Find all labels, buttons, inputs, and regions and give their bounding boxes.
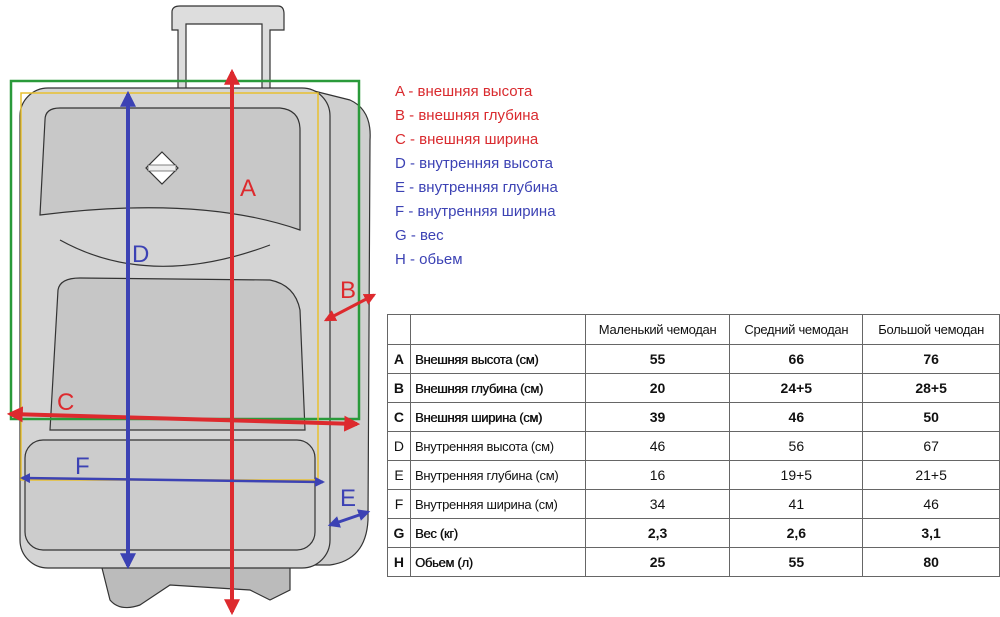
value-small: 46 xyxy=(584,431,731,461)
value-large: 67 xyxy=(862,431,1000,461)
dimension-arrow-f xyxy=(20,473,325,487)
label-b: B xyxy=(340,277,356,304)
legend-item-e: E - внутренняя глубина xyxy=(395,179,558,196)
dimension-arrow-b xyxy=(323,293,377,322)
dimension-arrow-c xyxy=(6,406,361,432)
value-medium: 56 xyxy=(729,431,864,461)
legend-item-h: H - обьем xyxy=(395,251,463,268)
value-medium: 66 xyxy=(729,344,864,374)
value-medium: 55 xyxy=(729,547,864,577)
row-name: Внутренняя ширина (см) xyxy=(409,489,586,519)
value-small: 39 xyxy=(584,402,731,432)
size-table: Маленький чемодан Средний чемодан Большо… xyxy=(387,314,1000,577)
label-e: E xyxy=(340,485,356,512)
header-large: Большой чемодан xyxy=(862,314,1000,345)
value-small: 25 xyxy=(584,547,731,577)
value-medium: 41 xyxy=(729,489,864,519)
value-small: 34 xyxy=(584,489,731,519)
row-name: Внутренняя глубина (см) xyxy=(409,460,586,490)
legend-item-d: D - внутренняя высота xyxy=(395,155,553,172)
value-large: 3,1 xyxy=(862,518,1000,548)
value-small: 20 xyxy=(584,373,731,403)
dimension-arrow-e xyxy=(327,509,371,528)
row-letter: C xyxy=(387,402,411,432)
value-small: 16 xyxy=(584,460,731,490)
legend-item-a: A - внешняя высота xyxy=(395,83,533,100)
legend-item-c: C - внешняя ширина xyxy=(395,131,539,148)
value-medium: 19+5 xyxy=(729,460,864,490)
row-name: Обьем (л) xyxy=(409,547,586,577)
row-name: Внешняя глубина (см) xyxy=(409,373,586,403)
value-large: 76 xyxy=(862,344,1000,374)
row-name: Внешняя высота (см) xyxy=(409,344,586,374)
value-large: 21+5 xyxy=(862,460,1000,490)
value-medium: 46 xyxy=(729,402,864,432)
table-header-row: Маленький чемодан Средний чемодан Большо… xyxy=(387,314,1000,345)
row-name: Вес (кг) xyxy=(409,518,586,548)
row-letter: F xyxy=(387,489,411,519)
header-letter xyxy=(387,314,411,345)
legend-item-g: G - вес xyxy=(395,227,444,244)
wheel-base xyxy=(99,559,291,609)
row-letter: H xyxy=(387,547,411,577)
value-small: 2,3 xyxy=(584,518,731,548)
suitcase-diagram: A B C D E F xyxy=(6,5,377,616)
header-medium: Средний чемодан xyxy=(729,314,864,345)
row-letter: G xyxy=(387,518,411,548)
row-letter: B xyxy=(387,373,411,403)
legend-item-b: B - внешняя глубина xyxy=(395,107,539,124)
header-small: Маленький чемодан xyxy=(584,314,731,345)
value-small: 55 xyxy=(584,344,731,374)
legend-item-f: F - внутренняя ширина xyxy=(395,203,556,220)
front-pocket-bottom xyxy=(49,277,306,431)
bottom-band xyxy=(24,439,316,551)
row-letter: D xyxy=(387,431,411,461)
label-a: A xyxy=(240,175,256,202)
value-large: 50 xyxy=(862,402,1000,432)
telescopic-handle xyxy=(171,5,285,91)
value-medium: 24+5 xyxy=(729,373,864,403)
label-f: F xyxy=(75,453,90,480)
row-name: Внешняя ширина (см) xyxy=(409,402,586,432)
header-name xyxy=(409,314,586,345)
value-large: 80 xyxy=(862,547,1000,577)
row-letter: A xyxy=(387,344,411,374)
value-medium: 2,6 xyxy=(729,518,864,548)
dimension-legend: A - внешняя высота B - внешняя глубина C… xyxy=(395,80,558,272)
label-c: C xyxy=(57,389,74,416)
row-name: Внутренняя высота (см) xyxy=(409,431,586,461)
value-large: 46 xyxy=(862,489,1000,519)
row-letter: E xyxy=(387,460,411,490)
value-large: 28+5 xyxy=(862,373,1000,403)
label-d: D xyxy=(132,241,149,268)
